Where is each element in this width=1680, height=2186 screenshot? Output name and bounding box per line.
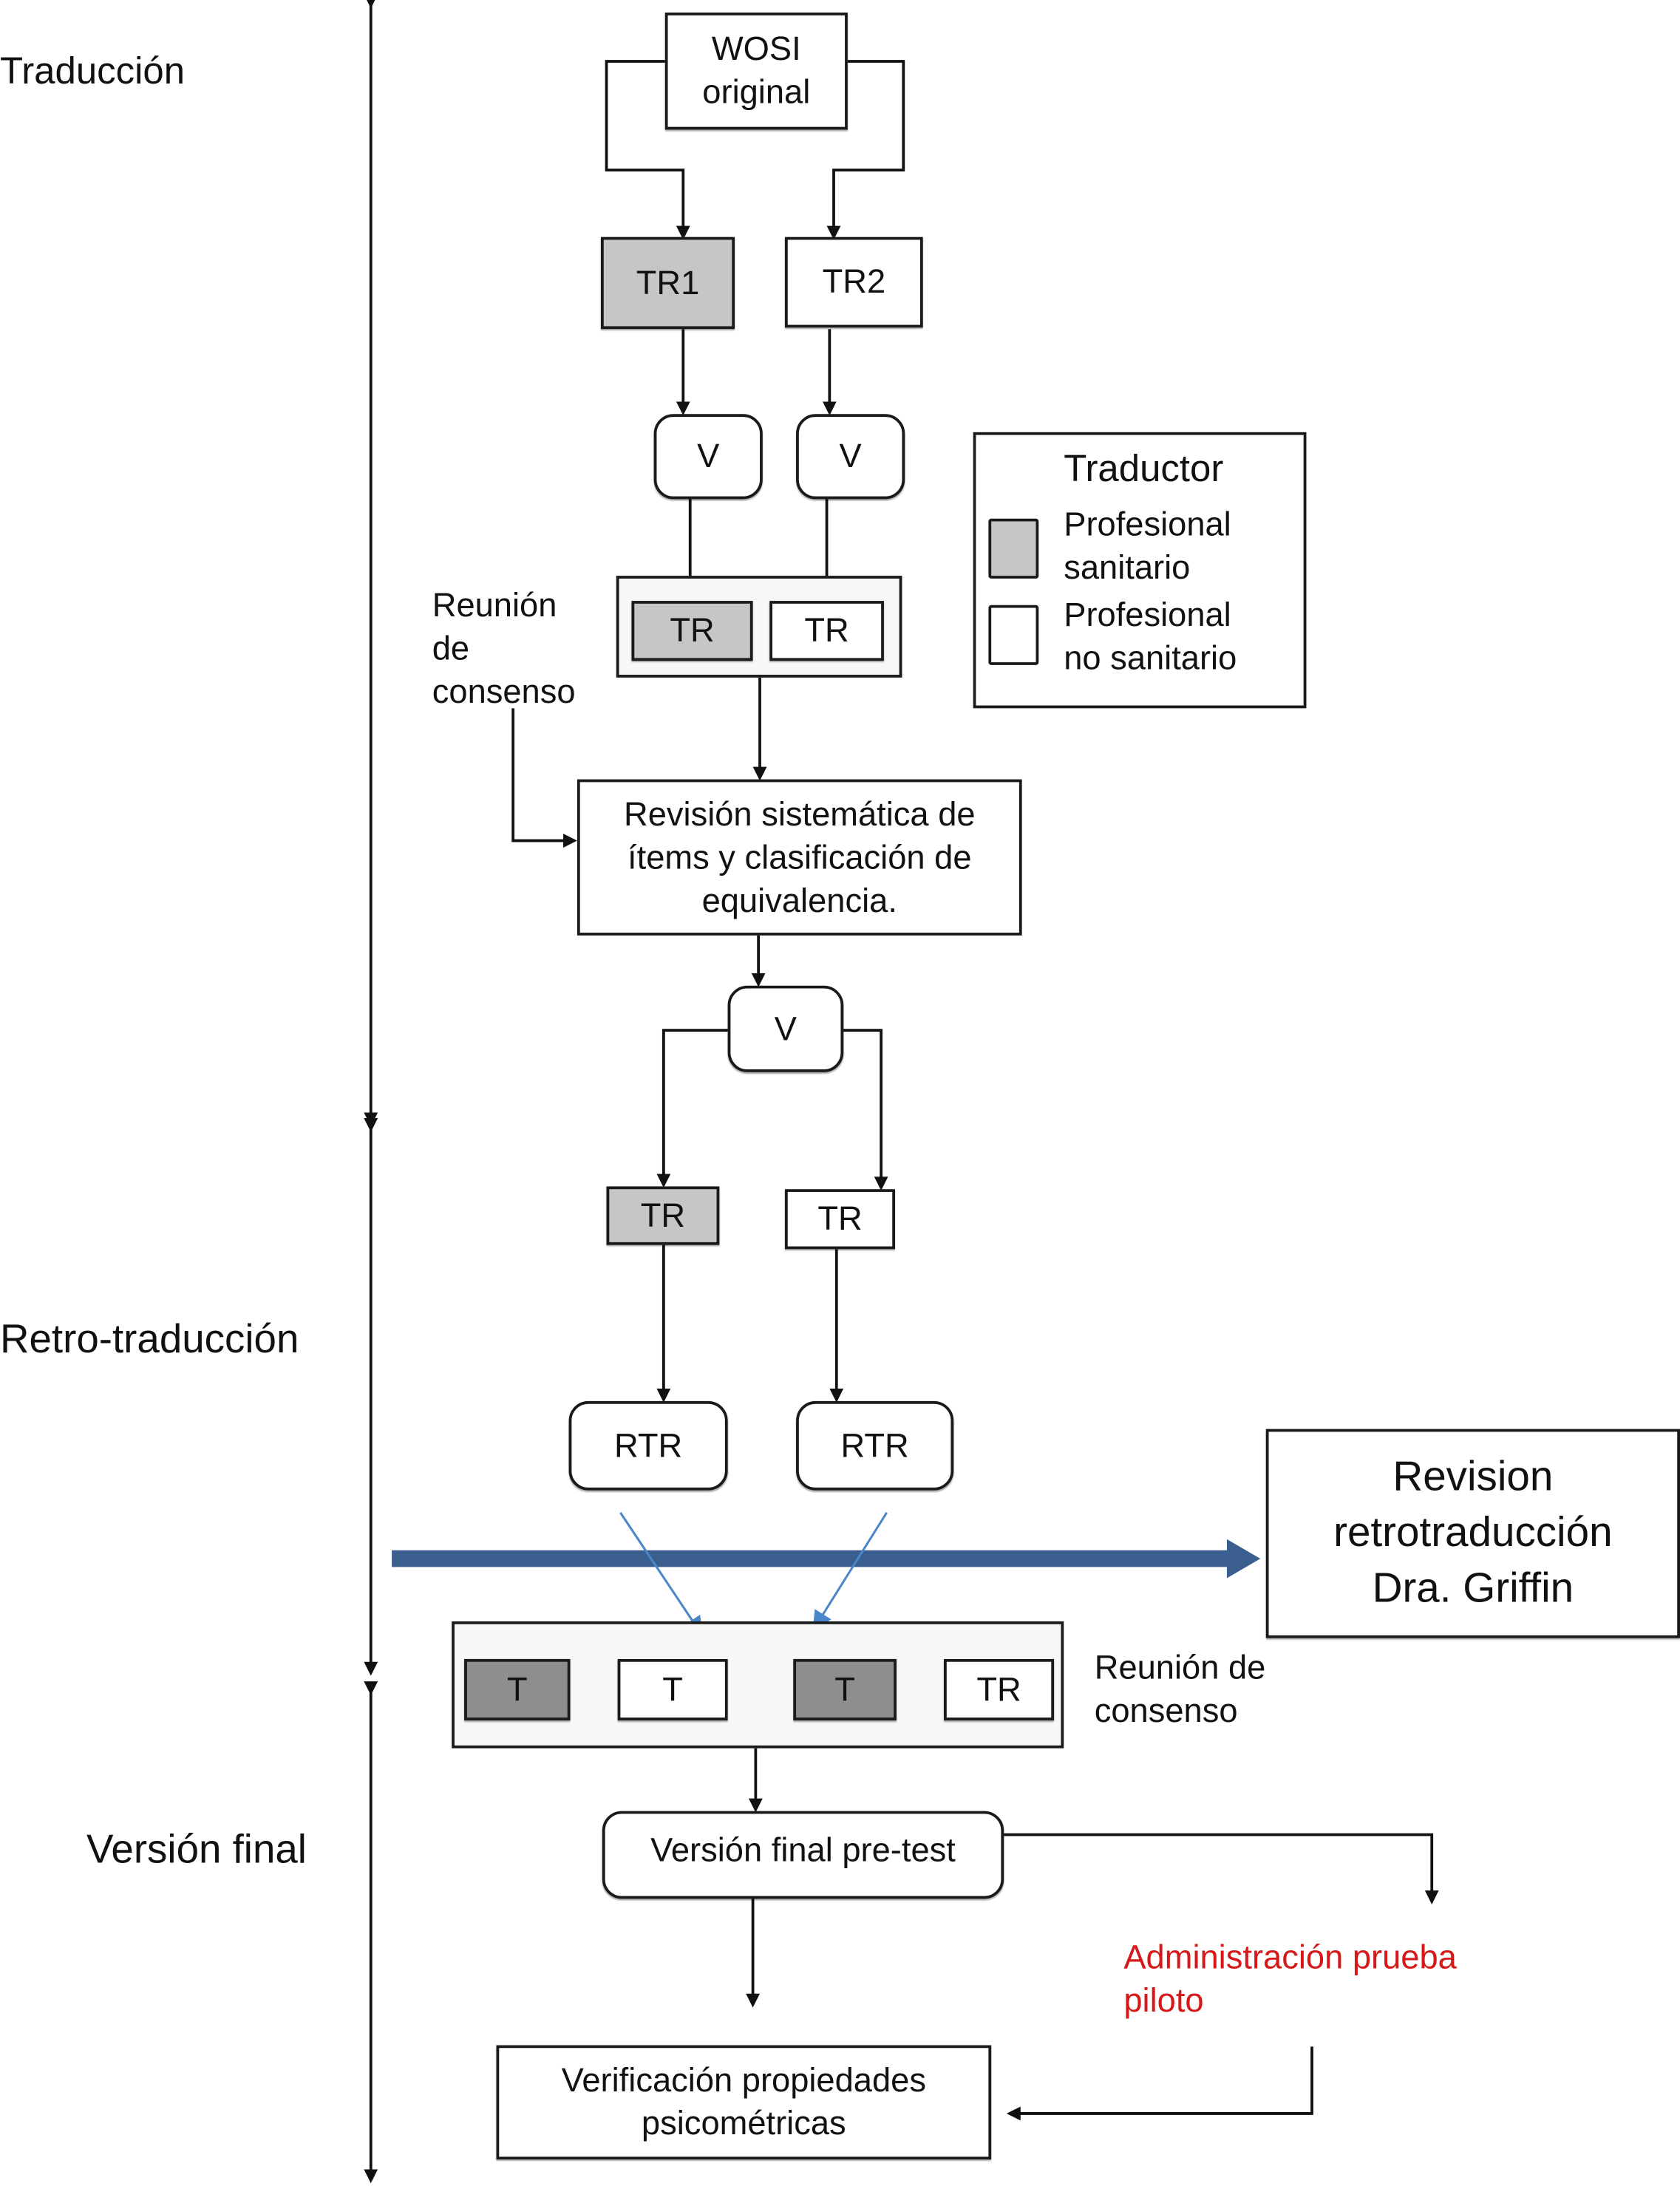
consensus1-tr-health: TR	[631, 601, 753, 661]
consensus1-tr-nonhealth: TR	[769, 601, 884, 661]
arrow-wosi-tr1	[605, 60, 690, 240]
legend-title: Traductor	[1064, 447, 1224, 490]
griffin-review-box: Revision retrotraducción Dra. Griffin	[1265, 1429, 1680, 1638]
arrow-v-bt-tr-right	[842, 1029, 888, 1191]
legend-swatch-health	[988, 518, 1039, 579]
arrow-rtr-left-consensus2	[619, 1512, 703, 1637]
validation-box-left: V	[653, 414, 763, 500]
validation-box-center: V	[727, 985, 844, 1072]
consensus1-label: Reunión de consenso	[432, 587, 576, 712]
bt-tr-health: TR	[606, 1186, 720, 1245]
phase-label-final-version: Versión final	[86, 1828, 307, 1873]
arrow-rtr-right-consensus2	[812, 1512, 888, 1631]
consensus2-label: Reunión de consenso	[1094, 1649, 1266, 1731]
rtr-box-left: RTR	[568, 1400, 728, 1491]
consensus2-t-nonhealth: T	[617, 1658, 728, 1720]
wosi-original-box: WOSI original	[664, 12, 848, 130]
arrow-wosi-tr2	[826, 60, 905, 240]
tr1-box: TR1	[600, 236, 735, 330]
phase-label-back-translation: Retro-traducción	[0, 1317, 299, 1363]
tr2-box: TR2	[784, 236, 923, 328]
legend-label-nonhealth: Profesional no sanitario	[1064, 596, 1237, 678]
phase-label-translation: Traducción	[0, 50, 186, 92]
pilot-administration-label: Administración prueba piloto	[1123, 1939, 1457, 2020]
bt-tr-nonhealth: TR	[784, 1189, 896, 1250]
legend-label-health: Profesional sanitario	[1064, 505, 1231, 588]
arrow-pretest-pilot	[1004, 1833, 1439, 1904]
consensus2-t-health-1: T	[464, 1658, 571, 1720]
psychometric-verification-box: Verificación propiedades psicométricas	[496, 2045, 992, 2160]
arrow-consensus-label-review	[511, 708, 577, 848]
rtr-box-right: RTR	[796, 1400, 954, 1491]
arrow-v-bt-tr-left	[656, 1029, 728, 1188]
consensus2-t-health-2: T	[793, 1658, 897, 1720]
legend-swatch-nonhealth	[988, 605, 1039, 665]
validation-box-right: V	[796, 414, 905, 500]
consensus2-tr: TR	[944, 1658, 1055, 1720]
arrow-pilot-psychometric	[1006, 2046, 1313, 2121]
systematic-review-box: Revisión sistemática de ítems y clasific…	[577, 779, 1022, 936]
final-pretest-box: Versión final pre-test	[602, 1811, 1004, 1899]
